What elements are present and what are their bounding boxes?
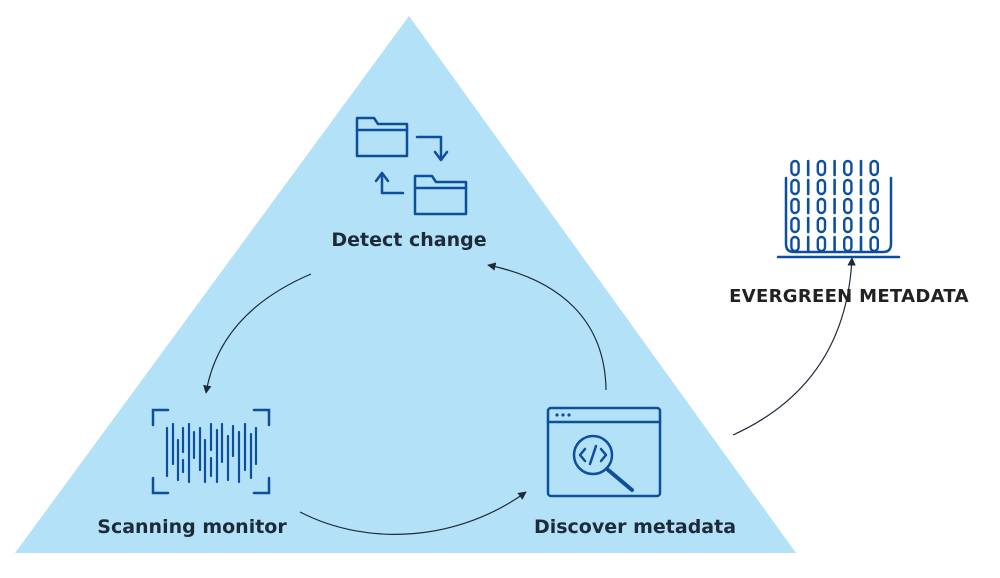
binary-digit-zero [843, 216, 853, 234]
arrow-discover-to-evergreen [732, 257, 856, 436]
binary-digit-zero [843, 235, 853, 253]
binary-digit-zero [790, 216, 800, 234]
binary-digit-zero [843, 197, 853, 215]
detect-change-label: Detect change [331, 229, 487, 251]
binary-digit-zero [790, 178, 800, 196]
binary-digit-zero [869, 235, 879, 253]
binary-digit-zero [869, 197, 879, 215]
binary-digit-zero [816, 197, 827, 215]
binary-monitor-icon [776, 159, 901, 259]
binary-digit-zero [816, 235, 827, 253]
binary-digit-zero [869, 216, 879, 234]
binary-digit-zero [790, 197, 800, 215]
binary-rows [790, 159, 879, 253]
code-search-window-icon [546, 406, 662, 498]
barcode-scanner-icon [151, 408, 271, 495]
binary-digit-zero [869, 159, 879, 177]
scanning-monitor-label: Scanning monitor [97, 516, 287, 538]
arrow-discover-to-detect [487, 262, 607, 391]
binary-digit-zero [790, 235, 800, 253]
binary-digit-zero [816, 216, 827, 234]
binary-digit-zero [816, 159, 827, 177]
evergreen-metadata-label: EVERGREEN METADATA [729, 286, 969, 307]
binary-digit-zero [843, 159, 853, 177]
discover-metadata-label: Discover metadata [533, 516, 737, 538]
arrow-scan-to-discover [299, 491, 527, 535]
binary-digit-zero [869, 178, 879, 196]
binary-digit-zero [790, 159, 800, 177]
binary-digit-zero [816, 178, 827, 196]
folder-sync-icon [355, 116, 468, 216]
binary-digit-zero [843, 178, 853, 196]
arrow-detect-to-scan [203, 273, 312, 394]
cycle-triangle [15, 16, 796, 553]
